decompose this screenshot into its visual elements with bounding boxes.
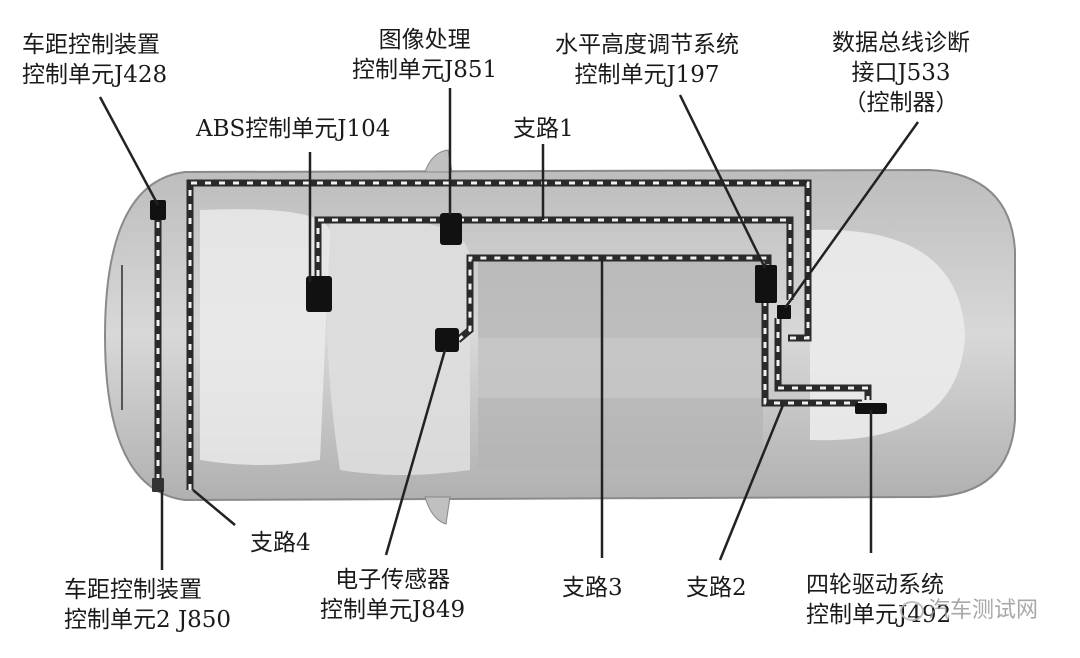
label-j197: 水平高度调节系统 控制单元J197 [555,30,739,90]
label-j533-line2: 接口J533 [851,60,951,86]
label-j104: ABS控制单元J104 [196,114,390,144]
label-j849-line1: 电子传感器 [335,567,451,593]
label-j428-line2: 控制单元J428 [22,62,168,88]
unit-j849 [435,328,459,352]
label-j851-line2: 控制单元J851 [352,57,498,83]
unit-j104 [306,276,332,312]
label-j533-line3: （控制器） [843,90,959,116]
label-branch3: 支路3 [562,573,623,603]
label-branch4: 支路4 [250,528,311,558]
label-j851-line1: 图像处理 [378,27,471,53]
wechat-icon [900,601,924,621]
label-branch4-text: 支路4 [250,530,311,556]
label-j533: 数据总线诊断 接口J533 （控制器） [832,28,970,118]
label-j492-line2: 控制单元J492 [806,602,952,628]
label-j197-line2: 控制单元J197 [574,62,720,88]
label-branch1-text: 支路1 [513,116,574,142]
label-branch3-text: 支路3 [562,575,623,601]
unit-j850 [152,478,164,492]
watermark: 汽车测试网 [900,592,1038,624]
label-j428-line1: 车距控制装置 [22,32,160,58]
label-branch1: 支路1 [513,114,574,144]
unit-j533 [777,305,791,319]
watermark-text: 汽车测试网 [928,598,1039,623]
unit-j197 [755,265,777,303]
label-j851: 图像处理 控制单元J851 [352,25,497,85]
unit-j851 [440,213,462,245]
label-j533-line1: 数据总线诊断 [832,30,970,56]
label-j849-line2: 控制单元J849 [320,597,466,623]
label-branch2: 支路2 [686,573,747,603]
label-j849: 电子传感器 控制单元J849 [320,565,465,625]
unit-j492 [855,403,887,414]
label-j492-line1: 四轮驱动系统 [806,572,944,598]
car-body [103,149,1016,525]
label-j850-line2: 控制单元2 J850 [64,607,232,633]
label-j850: 车距控制装置 控制单元2 J850 [64,575,231,635]
label-branch2-text: 支路2 [686,575,747,601]
label-j850-line1: 车距控制装置 [64,577,202,603]
unit-j428 [150,200,166,220]
control-units [150,200,887,492]
leader-lines [98,88,920,570]
label-j197-line1: 水平高度调节系统 [555,32,739,58]
label-j104-line1: ABS控制单元J104 [196,116,391,142]
label-j428: 车距控制装置 控制单元J428 [22,30,167,90]
label-j492: 四轮驱动系统 控制单元J492 [806,570,951,630]
